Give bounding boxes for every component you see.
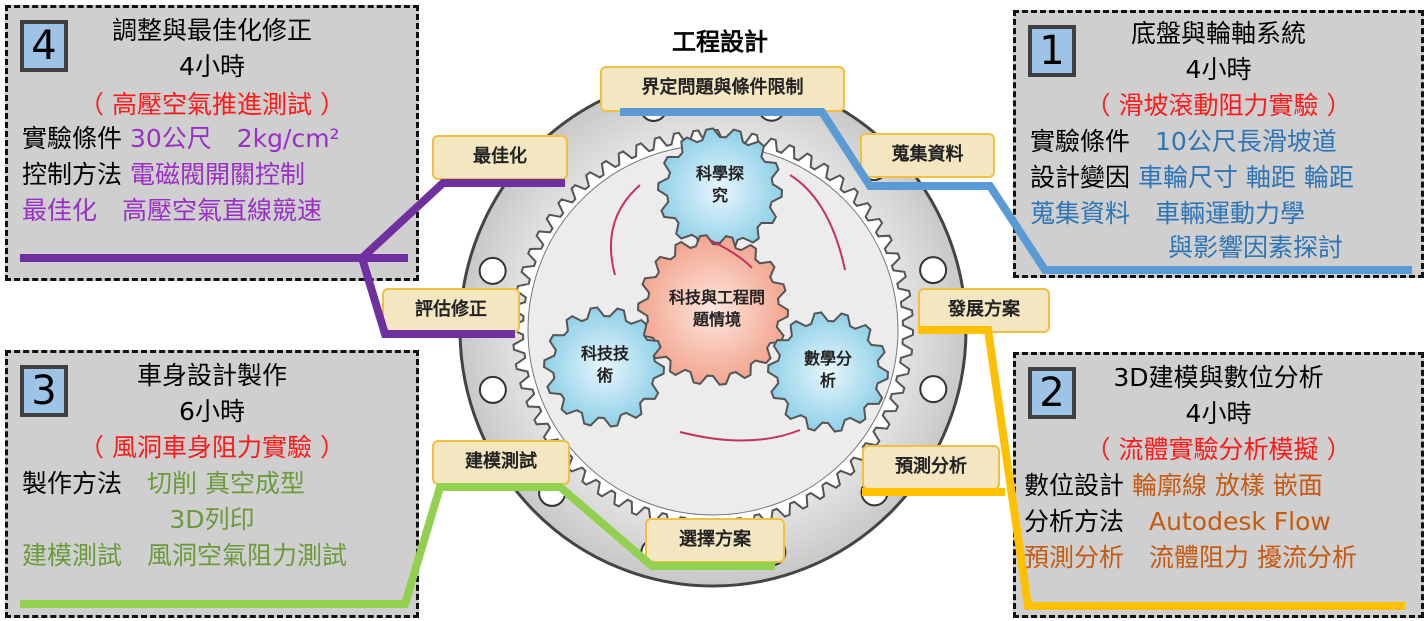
row-text: 最佳化 高壓空氣直線競速 [22, 196, 323, 225]
ring-hole [919, 375, 948, 404]
cycle-arrow-icon [609, 184, 641, 276]
stage-gather-data: 蒐集資料 [860, 133, 995, 178]
row-text: 建模測試 風洞空氣阻力測試 [22, 541, 348, 570]
box-hours: 4小時 [179, 52, 245, 81]
box-experiment: （ 高壓空氣推進測試 ） [79, 90, 345, 119]
stage-select-solution: 選擇方案 [645, 518, 785, 563]
stage-develop-solution: 發展方案 [918, 288, 1050, 333]
box-title: 車身設計製作 [136, 361, 287, 390]
row-value: 10公尺長滑坡道 [1155, 127, 1337, 156]
box-step-1: 1 底盤與輪軸系統 4小時 （ 滑坡滾動阻力實驗 ） 實驗條件 10公尺長滑坡道… [1013, 10, 1424, 278]
row-value: Autodesk Flow [1149, 507, 1331, 536]
stage-optimize: 最佳化 [432, 135, 568, 180]
row-value: 輪廓線 放樣 嵌面 [1131, 471, 1323, 500]
box-experiment: （ 風洞車身阻力實驗 ） [79, 433, 345, 462]
row-key: 設計變因 [1030, 163, 1131, 192]
gear-math-label: 數學分析 [803, 349, 852, 390]
ring-hole [919, 256, 948, 285]
row-text: 與影響因素探討 [1168, 233, 1344, 262]
row-text: 3D列印 [169, 505, 255, 534]
row-value: 電磁閥開關控制 [129, 160, 305, 189]
box-step-2: 2 3D建模與數位分析 4小時 （ 流體實驗分析模擬 ） 數位設計 輪廓線 放樣… [1013, 352, 1424, 618]
science-gear [656, 127, 784, 253]
ring-hole [478, 256, 507, 285]
gear-core-label: 科技與工程問題情境 [668, 288, 765, 329]
row-value: 車輪尺寸 軸距 輪距 [1137, 163, 1354, 192]
row-key: 製作方法 [22, 469, 123, 498]
step-number: 4 [20, 20, 68, 72]
stage-define-problem: 界定問題與條件限制 [600, 66, 845, 112]
box-experiment: （ 流體實驗分析模擬 ） [1085, 435, 1352, 464]
step-number: 2 [1028, 367, 1076, 419]
row-key: 分析方法 [1024, 507, 1125, 536]
row-key: 數位設計 [1024, 471, 1125, 500]
row-key: 實驗條件 [22, 124, 123, 153]
row-text: 蒐集資料 車輛運動力學 [1030, 199, 1306, 228]
cycle-arrow-icon [679, 429, 801, 442]
gear-tech-label: 科技技術 [580, 344, 629, 385]
purple-connector [359, 179, 565, 261]
tech-gear [542, 306, 666, 428]
row-value: 30公尺 2kg/cm² [129, 124, 340, 153]
core-gear [636, 234, 790, 386]
cycle-arrow-icon [709, 239, 753, 269]
green-connector [20, 483, 775, 608]
stage-evaluate-revise: 評估修正 [382, 288, 520, 333]
box-hours: 4小時 [1185, 55, 1252, 84]
row-value: 切削 真空成型 [147, 469, 305, 498]
row-key: 實驗條件 [1030, 127, 1131, 156]
box-title: 調整與最佳化修正 [111, 16, 312, 45]
ring-hole [478, 375, 507, 404]
step-number: 3 [20, 365, 68, 417]
box-experiment: （ 滑坡滾動阻力實驗 ） [1085, 91, 1352, 120]
box-hours: 4小時 [1185, 399, 1252, 428]
box-hours: 6小時 [179, 397, 245, 426]
box-title: 底盤與輪軸系統 [1130, 19, 1306, 48]
gear-science-label: 科學探究 [695, 164, 744, 205]
row-text: 預測分析 流體阻力 擾流分析 [1024, 543, 1357, 572]
box-title: 3D建模與數位分析 [1113, 363, 1324, 392]
blue-connector [620, 108, 1412, 274]
yellow-connector [918, 326, 1405, 610]
box-step-3: 3 車身設計製作 6小時 （ 風洞車身阻力實驗 ） 製作方法 切削 真空成型 3… [5, 350, 419, 618]
purple-connector [358, 256, 515, 338]
cycle-arrow-icon [789, 174, 846, 271]
diagram-title: 工程設計 [672, 28, 768, 56]
math-gear [766, 311, 890, 433]
row-key: 控制方法 [22, 160, 123, 189]
step-number: 1 [1028, 25, 1076, 77]
box-step-4: 4 調整與最佳化修正 4小時 （ 高壓空氣推進測試 ） 實驗條件 30公尺 2k… [5, 5, 419, 281]
